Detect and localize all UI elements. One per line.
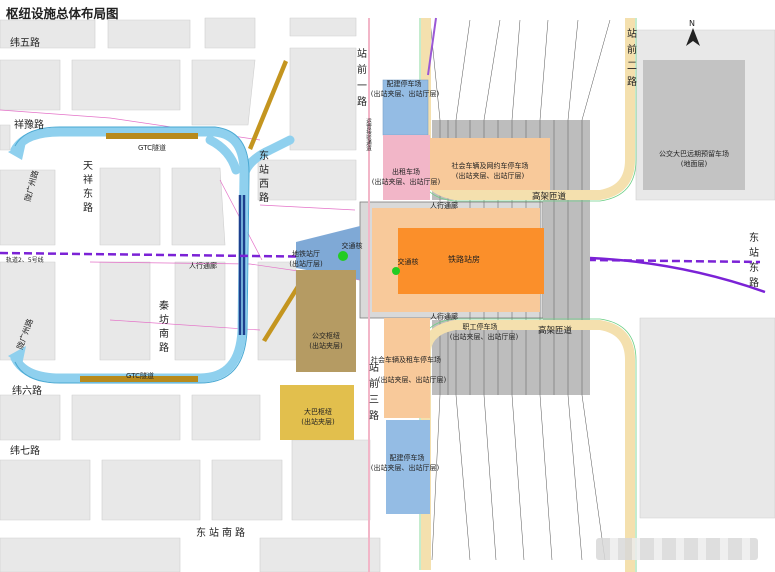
taxi-label: 出租车场 (392, 167, 420, 176)
gold-ramp-bottom (262, 276, 306, 342)
bus-remote-label: 公交大巴远期预留车场 (659, 149, 729, 158)
road-label-xiangyu: 祥豫路 (14, 118, 44, 131)
walk-bottom-label: 人行通廊 (430, 312, 458, 321)
parking-top-area (382, 79, 429, 136)
gtc-tunnel-bottom (80, 376, 198, 382)
social-bottom-label: 社会车辆及租车停车场 (371, 355, 441, 364)
arrow-tip-bottom (8, 346, 26, 365)
road-label-qinfang: 秦坊南路 (157, 299, 169, 356)
walk-left-label: 人行通廊 (189, 261, 217, 270)
arrow-tip-top (8, 142, 26, 160)
gtc-tunnel-top (106, 133, 198, 139)
coach-hub-sub: (出站夹层) (301, 417, 335, 426)
rail-line-west (0, 251, 761, 264)
road-label-zhanqian3: 站前三路 (367, 361, 379, 426)
gtc-loop-road-edge (14, 126, 250, 384)
road-label-weiqi: 纬七路 (10, 444, 40, 457)
bus-hub-area (296, 270, 356, 372)
parking-bottom-sub: (出站夹层、出站厅层) (371, 463, 440, 472)
bus-hub-sub: (出站夹层) (309, 341, 343, 350)
transfer-dot-right (392, 267, 400, 275)
metro-hall-area (296, 226, 360, 280)
metro-sub: (出站厅层) (289, 259, 323, 268)
gtc-tunnel-label-top: GTC隧道 (138, 143, 166, 152)
transfer-label-right: 交通核 (398, 257, 419, 266)
parking-bottom-area (386, 420, 430, 514)
bus-remote-area (643, 60, 745, 190)
rail-label: 轨道2、5号线 (6, 256, 44, 264)
dark-segments (238, 195, 246, 335)
rail-line-east (589, 256, 766, 294)
road-label-dongzhandong: 东站东路 (747, 231, 759, 292)
social-bottom-sub: (出站夹层、出站厅层) (378, 375, 447, 384)
parking-bottom-label: 配建停车场 (390, 453, 425, 462)
social-top-area (430, 138, 550, 190)
purple-ramp-line (427, 17, 437, 76)
railway-station-area (398, 228, 544, 294)
transfer-dot-left (338, 251, 348, 261)
gold-ramp-top (248, 60, 288, 150)
coach-hub-area (280, 385, 354, 440)
road-label-tianxiang: 天祥东路 (81, 160, 93, 216)
parking-top-sub: (出站夹层、出站厅层) (371, 89, 440, 98)
taxi-area (383, 135, 430, 200)
road-label-dongzhanxi: 东站西路 (257, 149, 269, 206)
social-bottom-area (384, 318, 430, 418)
map-title: 枢纽设施总体布局图 (6, 6, 119, 21)
rail-fan (429, 19, 611, 561)
taxi-sub: (出站夹层、出站厅层) (372, 177, 441, 186)
staff-parking-sub: (出站夹层、出站厅层) (450, 332, 519, 341)
metro-label: 地铁站厅 (292, 249, 320, 258)
staff-parking-label: 职工停车场 (463, 322, 498, 331)
transfer-label-left: 交通核 (342, 241, 363, 250)
road-label-weiwu: 纬五路 (10, 36, 40, 49)
walk-top-label: 人行通廊 (430, 201, 458, 210)
road-label-dongzhannan: 东站南路 (196, 526, 248, 539)
coach-hub-label: 大巴枢纽 (304, 407, 332, 416)
bus-remote-sub: (地面层) (681, 159, 708, 168)
watermark (596, 538, 758, 560)
svg-text:N: N (689, 19, 695, 28)
road-label-zhanqian2: 站前二路 (625, 27, 637, 92)
road-label-lianyi: 运营接驳通道 (365, 117, 372, 153)
gtc-tunnel-label-bottom: GTC隧道 (126, 371, 154, 380)
parking-top-label: 配建停车场 (387, 79, 422, 88)
social-top-sub: (出站夹层、出站厅层) (456, 171, 525, 180)
road-label-gaojia-top: 高架匝道 (532, 191, 567, 202)
north-arrow-icon: N (686, 19, 700, 46)
railway-station-label: 铁路站房 (448, 254, 480, 264)
bus-hub-label: 公交枢纽 (312, 331, 340, 340)
road-label-gaojia-bottom: 高架匝道 (538, 325, 573, 336)
road-label-weiliu: 纬六路 (12, 384, 42, 397)
social-top-label: 社会车辆及网约车停车场 (452, 161, 529, 170)
road-label-zhanqian1: 站前一路 (355, 47, 367, 112)
